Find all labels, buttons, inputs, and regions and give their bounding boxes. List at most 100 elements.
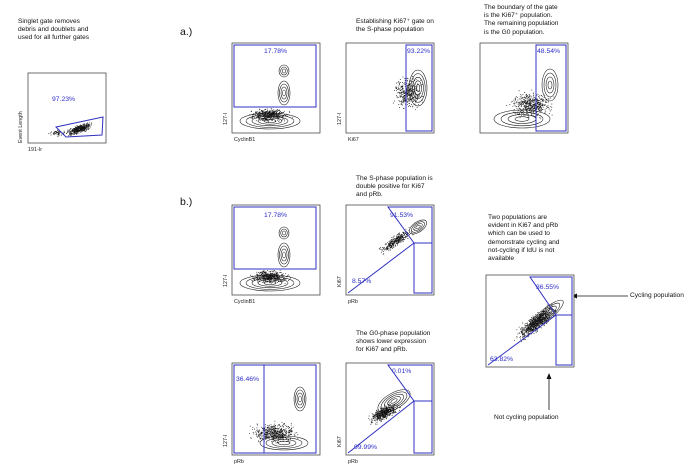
scatter-point bbox=[283, 423, 285, 425]
scatter-point bbox=[405, 228, 407, 230]
scatter-point bbox=[398, 91, 400, 93]
scatter-point bbox=[275, 279, 277, 281]
scatter-point bbox=[544, 94, 546, 96]
scatter-point bbox=[271, 427, 273, 429]
contour-ring bbox=[278, 226, 290, 240]
scatter-point bbox=[521, 97, 523, 99]
scatter-point bbox=[403, 239, 405, 241]
scatter-point bbox=[413, 97, 415, 99]
scatter-point bbox=[522, 334, 524, 336]
scatter-point bbox=[534, 115, 536, 117]
scatter-point bbox=[522, 327, 524, 329]
scatter-point bbox=[403, 102, 405, 104]
scatter-point bbox=[529, 101, 531, 103]
scatter-point bbox=[272, 113, 274, 115]
scatter-point bbox=[551, 303, 553, 305]
scatter-point bbox=[398, 239, 400, 241]
scatter-point bbox=[383, 248, 385, 250]
scatter-point bbox=[542, 108, 544, 110]
scatter-point bbox=[392, 240, 393, 242]
scatter-point bbox=[407, 98, 409, 100]
scatter-point bbox=[256, 280, 258, 281]
scatter-point bbox=[270, 440, 272, 442]
scatter-point bbox=[541, 320, 543, 322]
scatter-point bbox=[282, 280, 284, 282]
scatter-point bbox=[517, 99, 519, 101]
scatter-point bbox=[78, 125, 80, 127]
scatter-point bbox=[404, 77, 406, 79]
scatter-point bbox=[274, 430, 276, 432]
scatter-point bbox=[255, 433, 257, 435]
scatter-point bbox=[278, 272, 280, 274]
scatter-point bbox=[540, 317, 542, 319]
scatter-point bbox=[272, 436, 274, 438]
scatter-point bbox=[280, 271, 282, 273]
scatter-point bbox=[279, 427, 281, 429]
scatter-point bbox=[266, 273, 268, 275]
scatter-point bbox=[536, 94, 538, 96]
scatter-point bbox=[270, 280, 272, 282]
scatter-point bbox=[399, 239, 401, 241]
scatter-point bbox=[537, 324, 539, 326]
scatter-point bbox=[530, 113, 532, 115]
scatter-point bbox=[526, 330, 528, 331]
scatter-point bbox=[526, 96, 528, 98]
scatter-point bbox=[252, 428, 253, 430]
scatter-point bbox=[269, 275, 270, 277]
scatter-point bbox=[519, 98, 520, 100]
scatter-point bbox=[258, 115, 259, 117]
scatter-point bbox=[550, 106, 552, 108]
scatter-point bbox=[387, 413, 388, 415]
gate-percent: 93.22% bbox=[407, 48, 430, 55]
scatter-point bbox=[390, 243, 392, 245]
scatter-point bbox=[249, 432, 250, 434]
scatter-point bbox=[393, 246, 395, 248]
scatter-point bbox=[414, 100, 416, 102]
scatter-point bbox=[383, 410, 385, 412]
scatter-point bbox=[537, 104, 539, 106]
plot-frame bbox=[345, 42, 435, 134]
scatter-point bbox=[257, 434, 259, 436]
gate-a1 bbox=[233, 44, 317, 108]
plot-b1-cyclinb1: 17.78% CyclinB1 127-I bbox=[222, 204, 322, 305]
contour-ring bbox=[239, 274, 301, 292]
scatter-point bbox=[273, 110, 275, 112]
scatter-point bbox=[530, 325, 532, 327]
plot-frame bbox=[485, 274, 575, 368]
scatter-point bbox=[401, 236, 403, 238]
scatter-point bbox=[268, 271, 270, 273]
gate-b5-diagonal bbox=[487, 314, 557, 366]
scatter-point bbox=[387, 247, 389, 249]
scatter-point bbox=[548, 310, 550, 312]
y-axis-label: 127-I bbox=[337, 113, 343, 125]
scatter-point bbox=[518, 107, 520, 109]
scatter-point bbox=[265, 432, 267, 433]
scatter-point bbox=[543, 99, 544, 101]
scatter-point bbox=[378, 411, 380, 413]
scatter-point bbox=[403, 91, 405, 93]
scatter-point bbox=[278, 433, 280, 435]
scatter-point bbox=[541, 317, 543, 319]
scatter-point bbox=[259, 277, 261, 279]
scatter-point bbox=[256, 432, 258, 434]
scatter-point bbox=[402, 108, 404, 110]
scatter-point bbox=[531, 102, 533, 104]
scatter-point bbox=[261, 111, 263, 113]
scatter-point bbox=[382, 408, 384, 410]
scatter-point bbox=[386, 246, 388, 248]
scatter-point bbox=[263, 118, 265, 120]
scatter-point bbox=[376, 422, 378, 424]
scatter-point bbox=[417, 83, 419, 85]
scatter-point bbox=[249, 425, 251, 427]
scatter-point bbox=[270, 429, 272, 431]
scatter-point bbox=[393, 411, 395, 413]
scatter-point bbox=[291, 434, 292, 436]
scatter-point bbox=[287, 275, 289, 277]
scatter-point bbox=[77, 131, 78, 133]
scatter-point bbox=[541, 100, 543, 102]
scatter-point bbox=[372, 414, 374, 416]
scatter-point bbox=[80, 129, 82, 131]
scatter-point bbox=[379, 418, 381, 420]
scatter-point bbox=[417, 93, 419, 95]
scatter-point bbox=[274, 280, 275, 282]
